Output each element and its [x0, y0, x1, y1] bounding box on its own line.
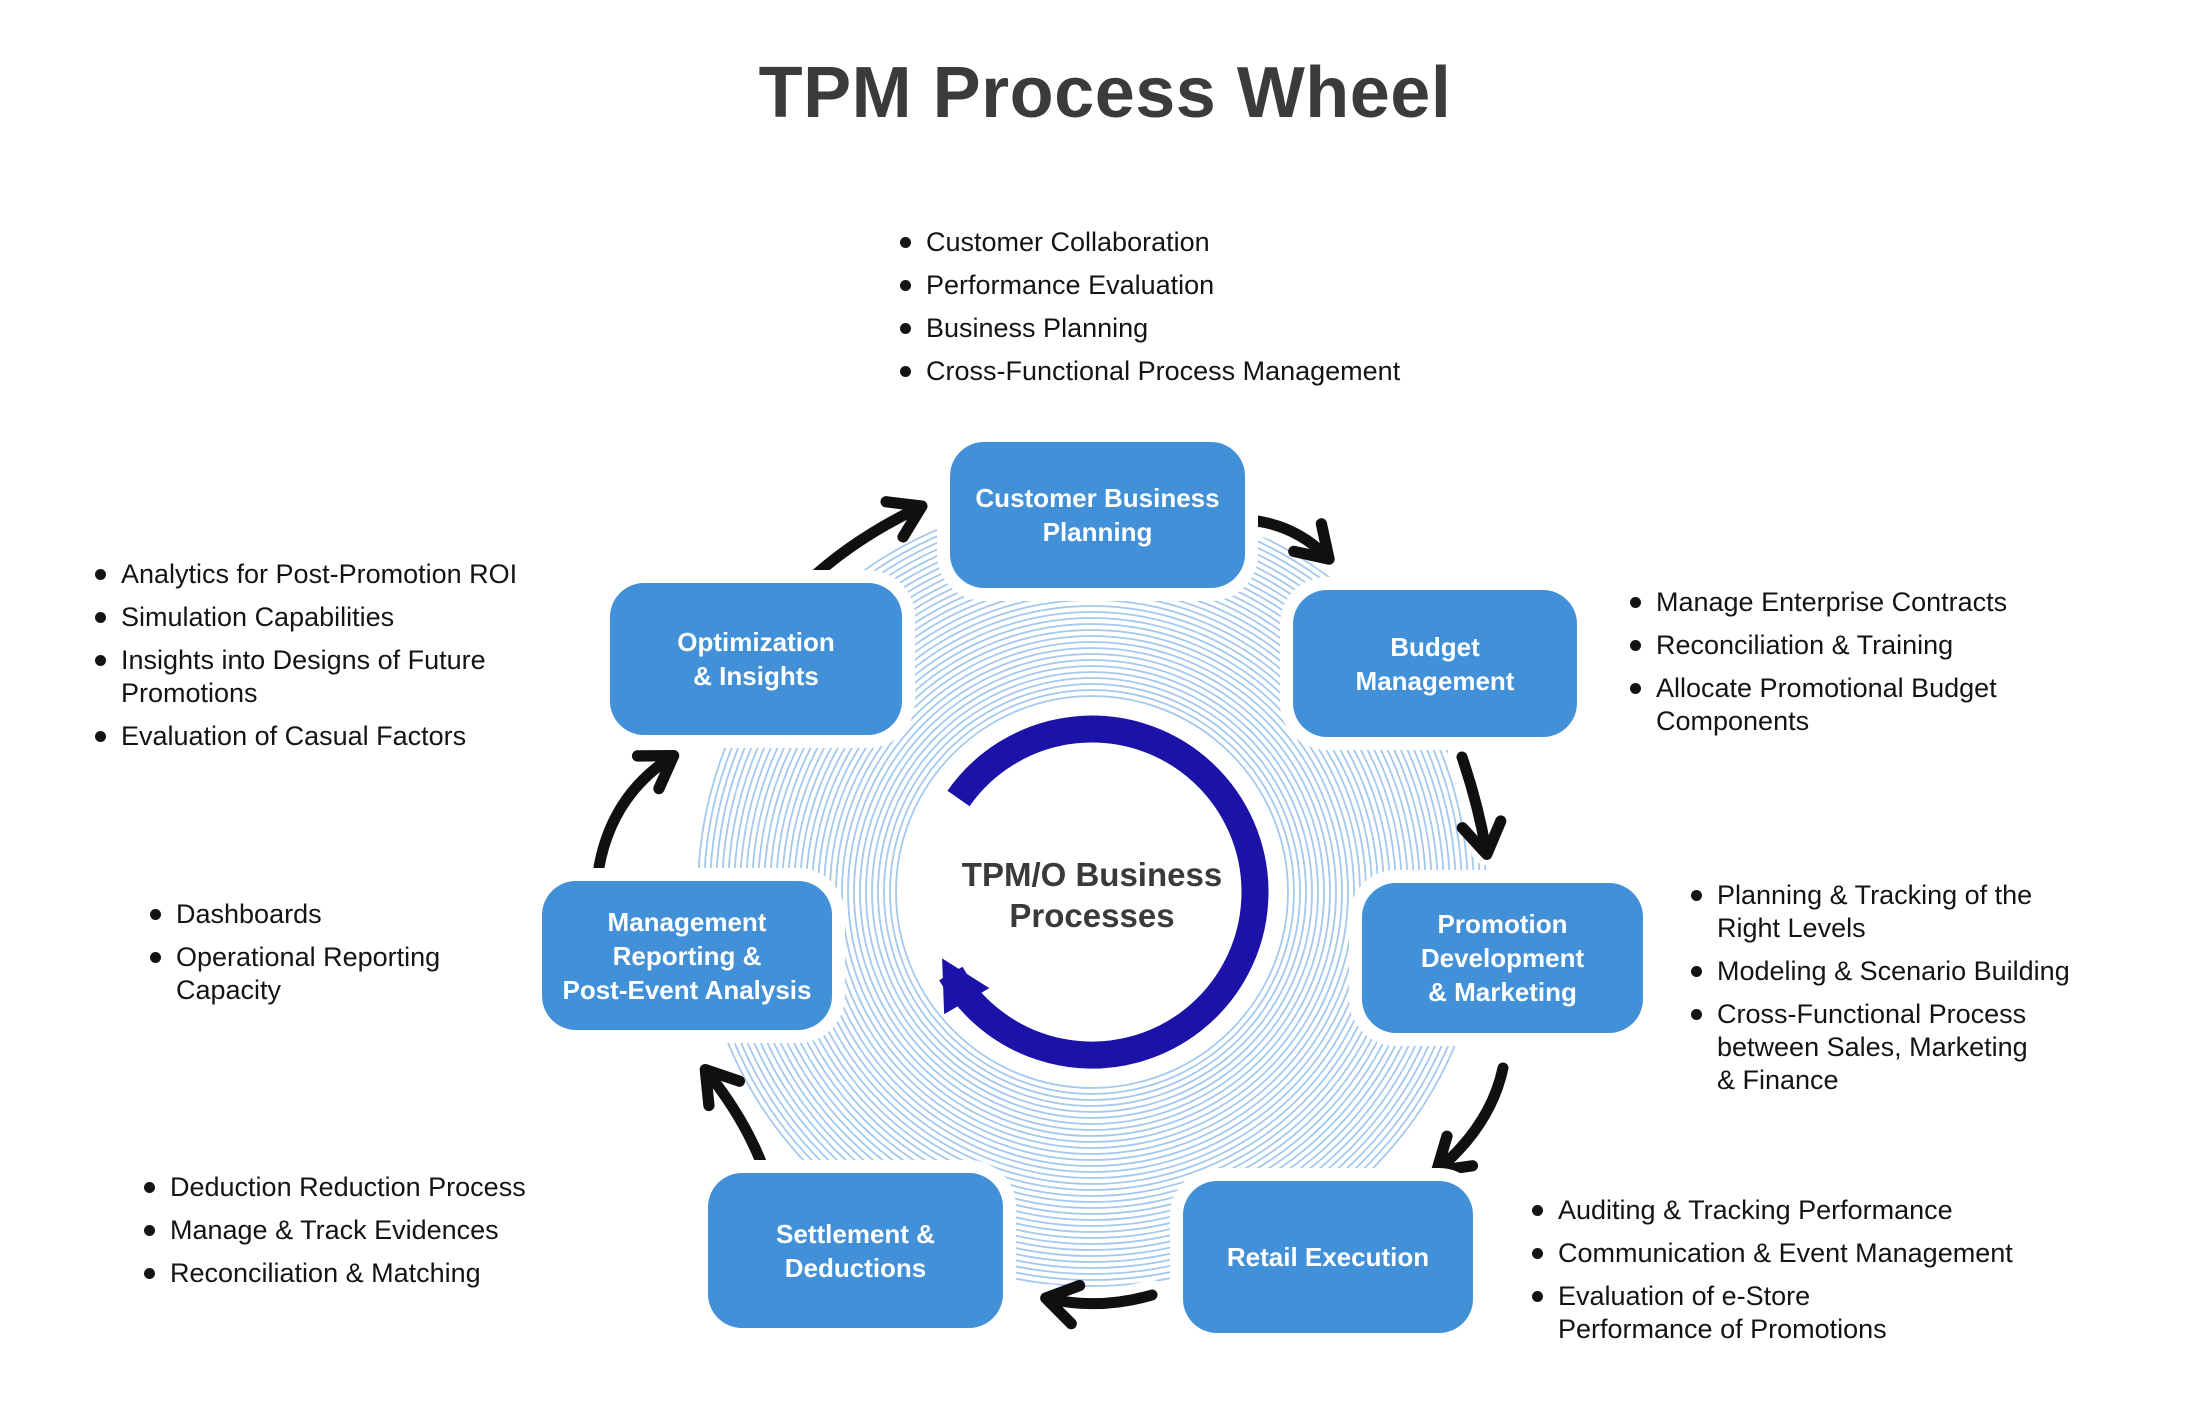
- node-label: Customer Business Planning: [975, 483, 1220, 547]
- node-settlement-deductions: Settlement & Deductions: [708, 1173, 1003, 1328]
- bullet-item: Customer Collaboration: [898, 226, 1538, 259]
- arrow-customer-to-budget-icon: [1251, 515, 1335, 565]
- bullet-item: Analytics for Post-Promotion ROI: [93, 558, 573, 591]
- bullet-item: Modeling & Scenario Building: [1689, 955, 2139, 988]
- flow-arrows: [593, 496, 1509, 1330]
- node-promotion-development-marketing: Promotion Development & Marketing: [1362, 883, 1643, 1033]
- bullet-item: Communication & Event Management: [1530, 1237, 2100, 1270]
- bullet-list-customer-business-planning: Customer Collaboration Performance Evalu…: [898, 226, 1538, 388]
- bullet-item: Planning & Tracking of the Right Levels: [1689, 879, 2139, 945]
- bullet-item: Cross-Functional Process between Sales, …: [1689, 998, 2139, 1097]
- node-label: Settlement & Deductions: [776, 1218, 935, 1283]
- node-retail-execution: Retail Execution: [1183, 1181, 1473, 1333]
- arrow-management-to-optimization-icon: [593, 749, 680, 873]
- arrow-budget-to-promotion-icon: [1456, 751, 1507, 860]
- center-cycle-arrow-icon: [939, 715, 1269, 1069]
- bullet-list-budget-management: Manage Enterprise Contracts Reconciliati…: [1628, 586, 2098, 738]
- page-title: TPM Process Wheel: [758, 53, 1452, 133]
- arrow-settlement-to-management-icon: [699, 1063, 767, 1168]
- bullet-item: Operational Reporting Capacity: [148, 941, 578, 1007]
- bullet-list-management-reporting: Dashboards Operational Reporting Capacit…: [148, 898, 578, 1007]
- arrow-promotion-to-retail-icon: [1431, 1062, 1509, 1177]
- node-label: Promotion Development & Marketing: [1420, 909, 1585, 1007]
- node-budget-management: Budget Management: [1293, 590, 1577, 737]
- node-customer-business-planning: Customer Business Planning: [950, 442, 1245, 588]
- bullet-item: Allocate Promotional Budget Components: [1628, 672, 2098, 738]
- bullet-item: Deduction Reduction Process: [142, 1171, 612, 1204]
- node-label: Retail Execution: [1226, 1242, 1430, 1272]
- bullet-list-promotion-development-marketing: Planning & Tracking of the Right Levels …: [1689, 879, 2139, 1097]
- bullet-item: Simulation Capabilities: [93, 601, 573, 634]
- bullet-item: Insights into Designs of Future Promotio…: [93, 644, 573, 710]
- bullet-item: Auditing & Tracking Performance: [1530, 1194, 2100, 1227]
- bullet-item: Evaluation of Casual Factors: [93, 720, 573, 753]
- node-management-reporting-post-event-analysis: Management Reporting & Post-Event Analys…: [542, 881, 832, 1030]
- bullet-item: Evaluation of e-Store Performance of Pro…: [1530, 1280, 2100, 1346]
- arrow-retail-to-settlement-icon: [1040, 1279, 1158, 1330]
- bullet-item: Reconciliation & Matching: [142, 1257, 612, 1290]
- node-label: Management Reporting & Post-Event Analys…: [562, 906, 812, 1005]
- bullet-item: Business Planning: [898, 312, 1538, 345]
- node-label: Optimization & Insights: [677, 627, 835, 691]
- bullet-item: Dashboards: [148, 898, 578, 931]
- bullet-item: Cross-Functional Process Management: [898, 355, 1538, 388]
- wheel-center-label: TPM/O Business Processes: [961, 856, 1223, 934]
- bullet-item: Performance Evaluation: [898, 269, 1538, 302]
- node-optimization-insights: Optimization & Insights: [610, 583, 902, 735]
- bullet-list-retail-execution: Auditing & Tracking Performance Communic…: [1530, 1194, 2100, 1346]
- bullet-item: Manage & Track Evidences: [142, 1214, 612, 1247]
- bullet-list-settlement-deductions: Deduction Reduction Process Manage & Tra…: [142, 1171, 612, 1290]
- bullet-list-optimization-insights: Analytics for Post-Promotion ROI Simulat…: [93, 558, 573, 753]
- node-label: Budget Management: [1355, 631, 1515, 696]
- bullet-item: Reconciliation & Training: [1628, 629, 2098, 662]
- arrow-optimization-to-customer-icon: [806, 496, 928, 584]
- bullet-item: Manage Enterprise Contracts: [1628, 586, 2098, 619]
